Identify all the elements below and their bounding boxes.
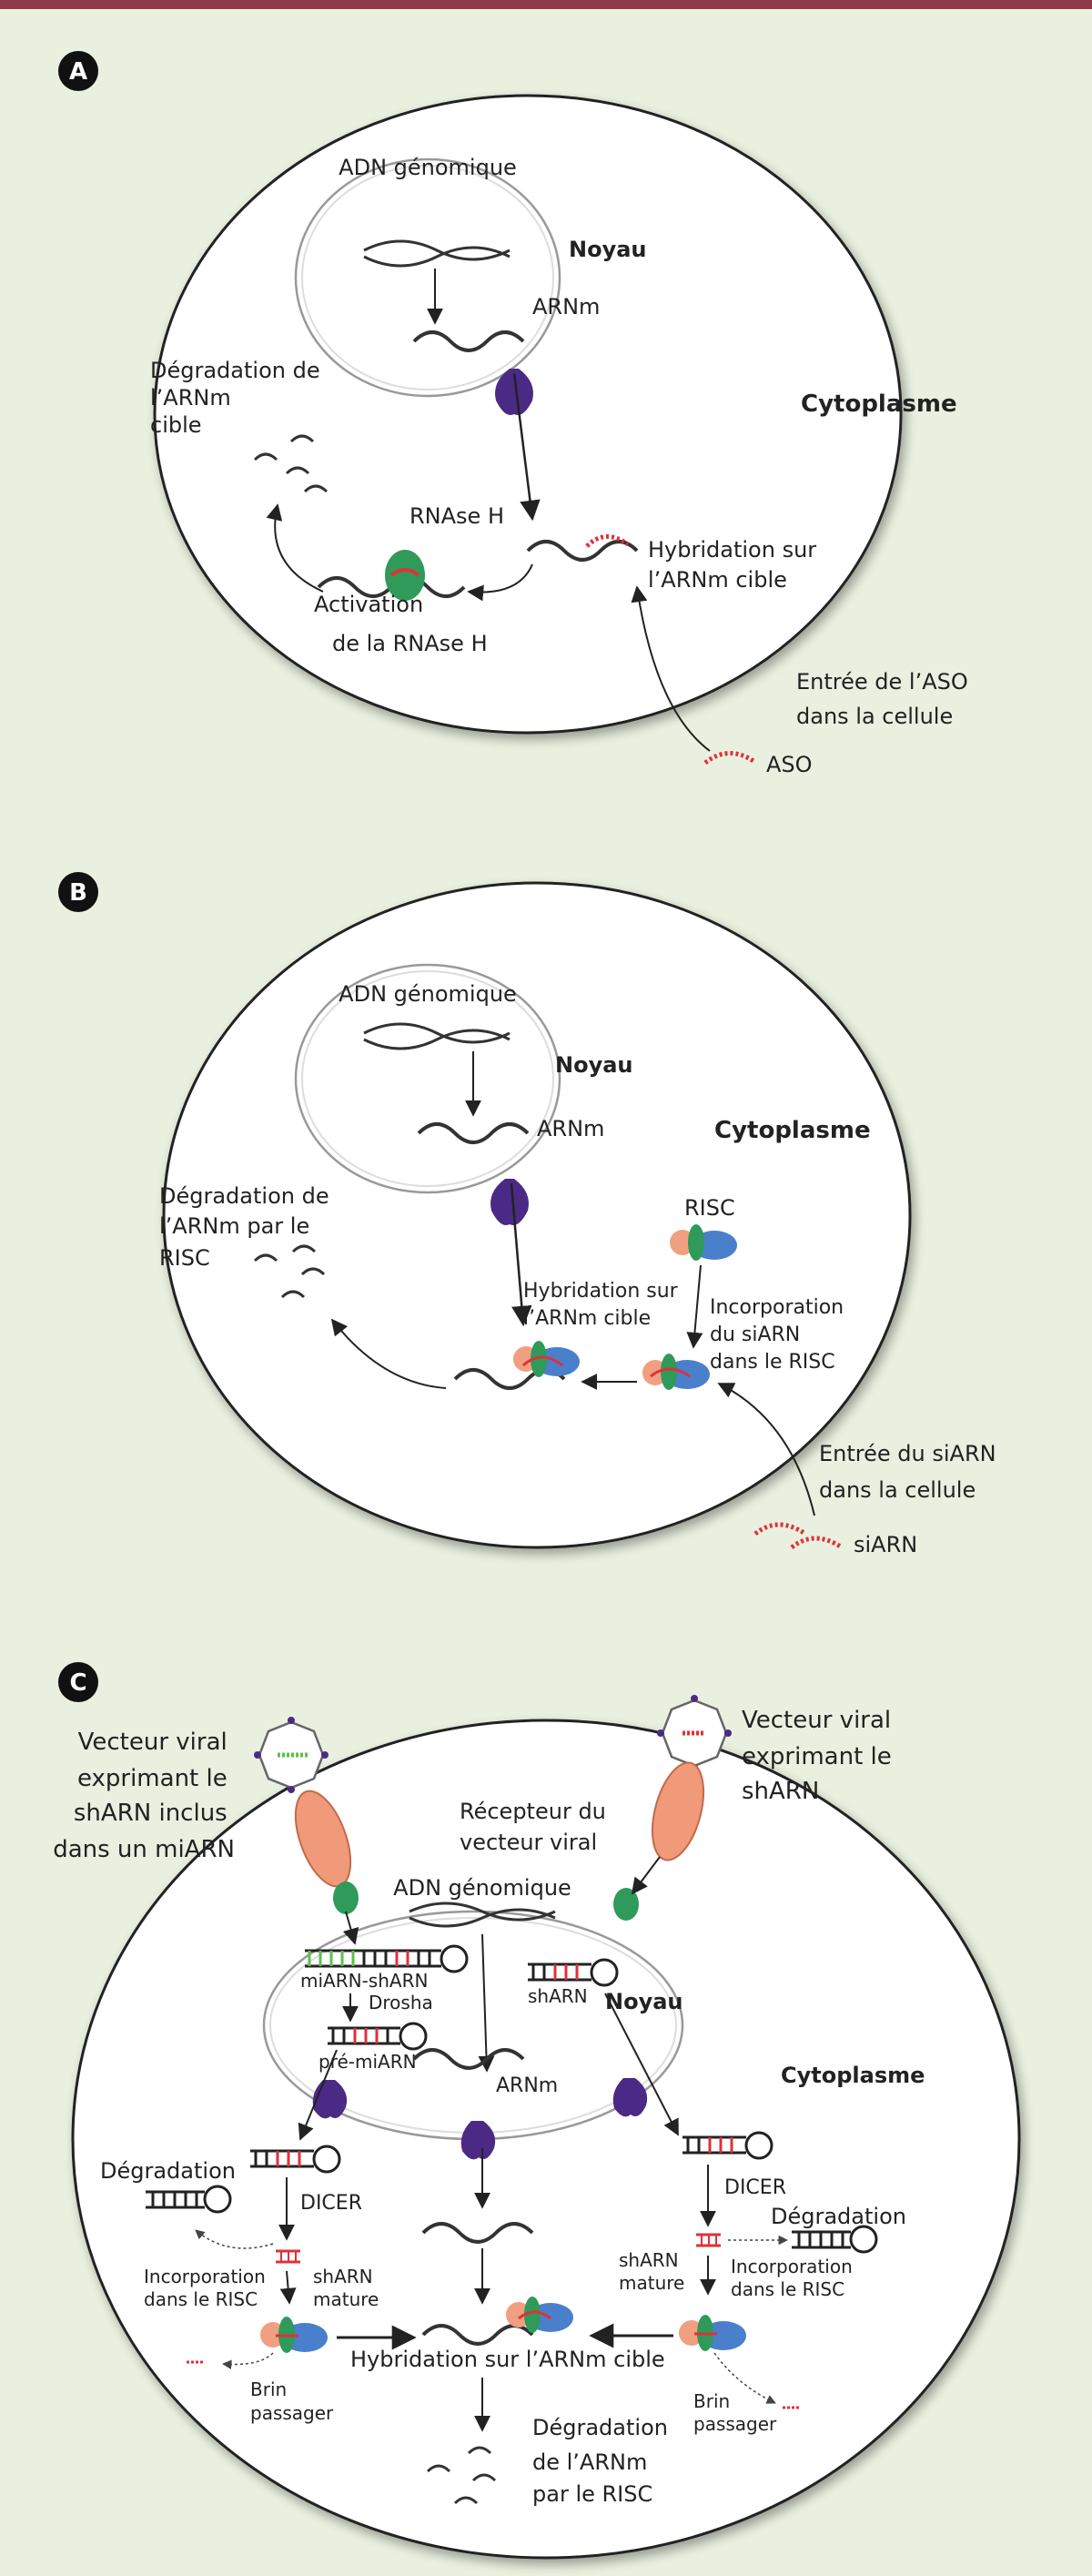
panel-c-badge-label: C	[69, 1669, 86, 1697]
panel-b-badge-label: B	[69, 879, 87, 907]
panel-b-loaded-risc	[642, 1354, 710, 1390]
panel-c: C Vecteur viral exprimant le shARN inclu…	[53, 1662, 1021, 2560]
panel-c-passenger-right-label: Brin passager	[693, 2390, 777, 2435]
panel-a-mrna-label: ARNm	[532, 294, 600, 319]
panel-b-cytoplasm-label: Cytoplasme	[714, 1117, 871, 1144]
panel-a-target-mrna	[526, 540, 639, 562]
panel-b-sirna-label: siARN	[854, 1532, 917, 1557]
panel-b-sirna-entry-label: Entrée du siARN dans la cellule	[819, 1441, 1003, 1503]
panel-a-genomic-dna	[363, 239, 511, 261]
panel-a: A ADN génomique Noyau ARNm Cytoplasme Dé…	[58, 51, 975, 777]
panel-c-right-vector-label: Vecteur viral exprimant le shARN	[742, 1707, 899, 1805]
panel-b-hybridization-label: Hybridation sur l’ARNm cible	[523, 1280, 684, 1330]
panel-c-right-cyto-hairpin	[682, 2131, 774, 2160]
panel-c-left-virus	[254, 1717, 329, 1793]
panel-c-mature-right-label: shARN mature	[619, 2249, 684, 2294]
panel-c-incorporation-right-label: Incorporation dans le RISC	[731, 2256, 858, 2300]
panel-c-mirna-sharn-label: miARN-shARN	[300, 1970, 428, 1992]
panel-c-dicer-right-label: DICER	[724, 2176, 786, 2199]
top-accent-bar	[0, 0, 1092, 9]
panel-b-nucleus	[294, 963, 561, 1194]
panel-c-mrna-label: ARNm	[496, 2074, 558, 2097]
panel-b-ribosome	[490, 1179, 529, 1225]
panel-b-bound-risc	[513, 1341, 580, 1377]
panel-c-degradation-left-label: Dégradation	[100, 2158, 236, 2184]
panel-b-degraded-fragments	[253, 1244, 326, 1299]
panel-c-badge	[58, 1662, 98, 1702]
panel-a-aso-molecule	[703, 751, 755, 766]
panel-a-ribosome	[495, 369, 533, 415]
panel-a-aso-entry-label: Entrée de l’ASO dans la cellule	[796, 669, 975, 729]
panel-b-incorporation-label: Incorporation du siARN dans le RISC	[710, 1296, 850, 1374]
panel-b-sirna-molecule	[753, 1522, 844, 1550]
panel-b-genomic-dna-label: ADN génomique	[339, 981, 517, 1007]
panel-b-mrna-label: ARNm	[537, 1116, 604, 1141]
panel-c-degraded-fragments	[426, 2446, 497, 2505]
panel-a-degraded-fragments	[253, 434, 329, 493]
panel-a-activation-label: Activation de la RNAse H	[314, 592, 488, 656]
panel-c-right-receptor-green	[613, 1888, 639, 1921]
panel-a-badge	[58, 51, 98, 91]
panel-c-receptor-label: Récepteur du vecteur viral	[460, 1799, 613, 1855]
panel-c-mrna-cyto	[421, 2222, 534, 2244]
panel-b-risc-label: RISC	[684, 1195, 735, 1221]
panel-c-final-degradation-label: Dégradation de l’ARNm par le RISC	[532, 2415, 675, 2507]
panel-c-right-risc	[679, 2315, 746, 2351]
panel-b-degradation-label: Dégradation de l’ARNm par le RISC	[159, 1183, 336, 1271]
panel-b-risc-complex	[670, 1224, 737, 1261]
panel-c-incorporation-left-label: Incorporation dans le RISC	[144, 2266, 271, 2310]
panel-c-genomic-dna	[409, 1902, 556, 1928]
panel-c-nucleus-label: Noyau	[605, 1989, 683, 2014]
panel-c-mrna-nucleus	[412, 2048, 525, 2070]
panel-c-pre-mirna-hairpin	[328, 2022, 428, 2051]
panel-c-mature-left-label: shARN mature	[313, 2266, 379, 2310]
panel-c-degradation-right-label: Dégradation	[771, 2204, 906, 2229]
panel-a-nucleus	[294, 157, 561, 398]
panel-c-hybridization-label: Hybridation sur l’ARNm cible	[350, 2347, 665, 2372]
panel-a-hybridization-label: Hybridation sur l’ARNm cible	[648, 537, 824, 593]
panel-c-right-receptor	[651, 1761, 705, 1861]
panel-c-left-vector-label: Vecteur viral exprimant le shARN inclus …	[53, 1729, 235, 1863]
panel-c-left-cyto-hairpin	[250, 2145, 341, 2174]
panel-c-right-mature-duplex	[696, 2233, 721, 2247]
panel-a-aso-label: ASO	[766, 752, 813, 777]
panel-c-drosha-label: Drosha	[369, 1992, 433, 2013]
panel-a-genomic-dna-label: ADN génomique	[339, 155, 517, 180]
panel-c-genomic-dna-label: ADN génomique	[393, 1875, 571, 1901]
panel-a-badge-label: A	[69, 58, 87, 86]
panel-c-sharn-hairpin	[528, 1958, 619, 1987]
panel-c-pre-mirna-label: pré-miARN	[318, 2051, 417, 2073]
panel-a-aso-bound	[585, 534, 630, 548]
panel-a-nucleus-label: Noyau	[569, 237, 647, 262]
panel-b-genomic-dna	[363, 1022, 511, 1044]
panel-c-right-ribosome	[612, 2078, 648, 2117]
panel-a-degradation-label: Dégradation de l’ARNm cible	[150, 358, 327, 438]
panel-c-center-risc	[506, 2297, 573, 2333]
panel-a-cytoplasm-label: Cytoplasme	[801, 390, 957, 418]
panel-c-cytoplasm-label: Cytoplasme	[781, 2063, 925, 2088]
panel-a-rnase-h-label: RNAse H	[410, 503, 504, 529]
panel-c-mirna-sharn-hairpin	[305, 1944, 469, 1973]
panel-c-center-ribosome	[460, 2121, 496, 2160]
panel-b-mrna	[417, 1122, 530, 1144]
panel-c-left-receptor-green	[333, 1881, 359, 1914]
panel-c-degradation-right-hairpin	[792, 2225, 878, 2254]
panel-c-dicer-left-label: DICER	[300, 2192, 362, 2215]
panel-a-rnase-h-enzyme	[385, 550, 425, 601]
panel-b: B ADN génomique Noyau ARNm Cytoplasme Dé…	[58, 872, 1003, 1557]
panel-a-mrna	[412, 330, 525, 352]
panel-c-right-virus	[657, 1695, 732, 1771]
panel-c-degradation-left-hairpin	[146, 2185, 232, 2214]
panel-b-nucleus-label: Noyau	[555, 1052, 633, 1078]
panel-b-badge	[58, 872, 98, 912]
panel-c-left-mature-duplex	[276, 2249, 300, 2264]
panel-c-sharn-label: shARN	[528, 1985, 588, 2007]
panel-a-cell	[153, 94, 903, 735]
panel-c-passenger-left-label: Brin passager	[250, 2378, 334, 2424]
panel-c-left-risc	[260, 2317, 328, 2353]
